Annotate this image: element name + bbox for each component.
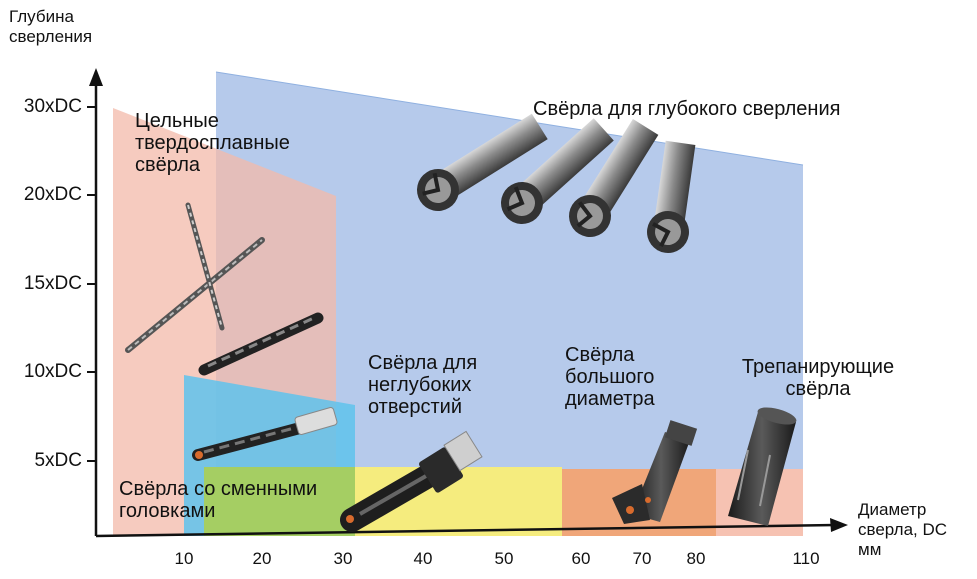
x-axis-arrow (830, 518, 848, 532)
x-tick-label: 60 (571, 549, 591, 568)
y-tick-label: 5xDC (34, 450, 82, 471)
deep-hole-drill-icon (417, 113, 696, 253)
x-tick-label: 10 (174, 549, 194, 568)
region-overlap (204, 467, 355, 536)
region-deep-hole (216, 72, 803, 536)
solid-carbide-drill-icon (125, 202, 324, 376)
x-tick-label: 30 (333, 549, 353, 568)
x-axis-title: Диаметр сверла, DC мм (858, 500, 948, 559)
shallow-hole-label: Свёрла для неглубоких отверстий (368, 352, 478, 418)
trepanning-drill-icon (728, 407, 797, 526)
y-tick-marks (87, 106, 96, 462)
deep-hole-label: Свёрла для глубокого сверления (533, 98, 841, 120)
large-diameter-drill-icon (612, 420, 698, 524)
y-tick-label: 20xDC (23, 184, 82, 205)
x-tick-label: 20 (252, 549, 272, 568)
x-tick-label: 80 (686, 549, 706, 568)
x-tick-label: 40 (413, 549, 433, 568)
y-tick-label: 15xDC (23, 273, 82, 294)
x-tick-label: 70 (632, 549, 652, 568)
solid-carbide-label: Цельные твердосплавные свёрла (135, 110, 290, 176)
deep-hole-top-edge (215, 71, 804, 166)
exchangeable-head-label: Свёрла со сменными головками (119, 478, 318, 522)
y-tick-label: 10xDC (23, 361, 82, 382)
y-tick-label: 30xDC (23, 96, 82, 117)
indexable-drill-icon (340, 430, 483, 532)
y-axis-arrow (89, 68, 103, 86)
y-axis-title: Глубина сверления (9, 7, 93, 46)
trepanning-label: Трепанирующие свёрла (741, 356, 895, 400)
x-tick-label: 50 (494, 549, 514, 568)
large-diameter-label: Свёрла большого диаметра (565, 344, 655, 410)
x-axis (95, 523, 836, 538)
exchangeable-head-drill-icon (192, 407, 338, 461)
x-tick-label: 110 (792, 549, 820, 568)
